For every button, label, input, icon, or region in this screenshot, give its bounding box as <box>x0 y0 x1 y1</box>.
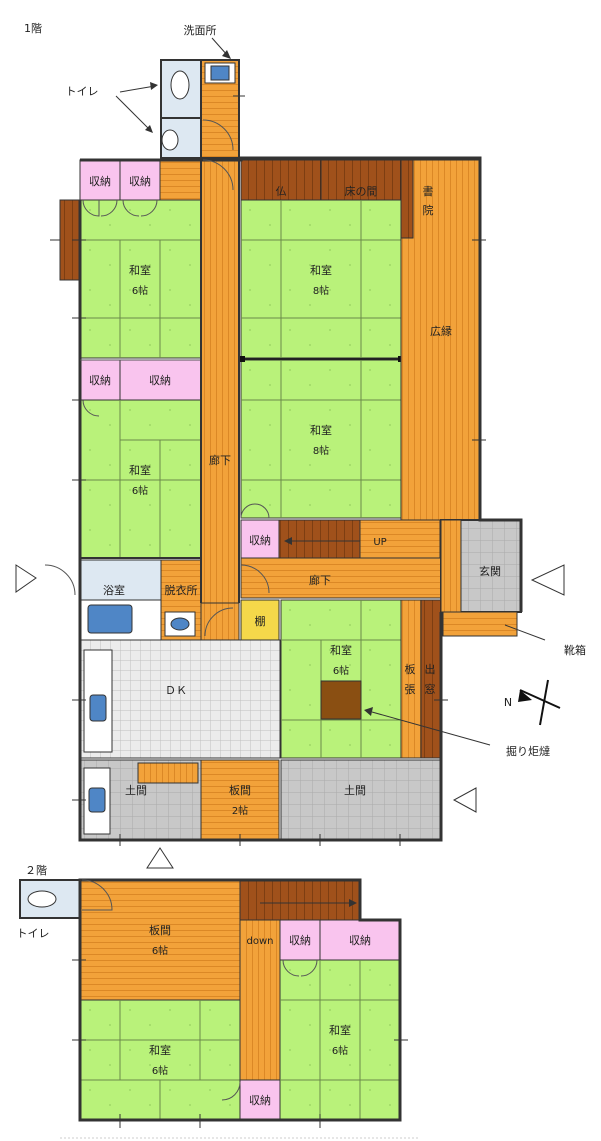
washitsu-6-horigotatsu <box>280 599 402 759</box>
stairs <box>278 519 361 559</box>
label-storage-1: 収納 <box>89 175 111 188</box>
label-jo-f2-a: 6帖 <box>152 1064 168 1077</box>
label-storage-5: 収納 <box>249 534 271 547</box>
label-itabari-1: 板 <box>405 662 416 676</box>
label-jo-a: 6帖 <box>132 284 148 297</box>
label-storage-2: 収納 <box>129 175 151 188</box>
label-toilet-callout: トイレ <box>66 85 99 98</box>
label-up: UP <box>373 537 386 548</box>
label-compass: N <box>504 696 512 709</box>
entrance-marker-south <box>146 847 174 869</box>
toilet-bowl-icon <box>27 890 57 908</box>
itabari <box>400 599 422 759</box>
washitsu-6-floor2-b <box>279 959 401 1121</box>
label-senmenjo: 洗面所 <box>184 24 217 37</box>
label-jo-8b: 8帖 <box>313 444 329 457</box>
label-itanoma-2: 板間 <box>229 783 251 797</box>
label-itanoma-6: 板間 <box>149 923 171 937</box>
label-datsuijo: 脱衣所 <box>165 583 198 597</box>
label-genkan: 玄関 <box>479 564 501 578</box>
label-demado-2: 窓 <box>425 682 436 696</box>
corridor-horizontal <box>240 557 442 599</box>
label-shoin-2: 院 <box>423 203 434 217</box>
washitsu-6-west-b <box>79 399 202 559</box>
dk <box>79 639 281 759</box>
label-yokushitsu: 浴室 <box>103 583 125 597</box>
label-storage-3: 収納 <box>89 374 111 387</box>
itanoma-2 <box>200 759 280 841</box>
label-horigotatsu: 掘り炬燵 <box>506 744 550 758</box>
label-kutsubako: 靴箱 <box>564 643 586 657</box>
storage-f2-3 <box>239 1079 281 1121</box>
itanoma-6 <box>79 879 241 1001</box>
sink-icon <box>210 65 230 81</box>
label-dk: ＤＫ <box>165 684 187 697</box>
label-roka-vertical: 廊下 <box>209 453 231 467</box>
label-hiroen: 広縁 <box>430 324 452 338</box>
toilet-bowl-icon <box>161 129 179 151</box>
label-washitsu-f2-b: 和室 <box>329 1023 351 1037</box>
label-jo-itanoma: 6帖 <box>152 944 168 957</box>
kitchen-sink-icon <box>89 694 107 722</box>
label-toilet-floor2: トイレ <box>17 927 50 940</box>
label-washitsu-a: 和室 <box>129 263 151 277</box>
label-down: down <box>247 936 274 947</box>
label-shoin-1: 書 <box>423 184 434 198</box>
label-jo-8a: 8帖 <box>313 284 329 297</box>
corridor-vertical <box>200 157 240 604</box>
label-storage-f2-3: 収納 <box>249 1094 271 1107</box>
label-washitsu-horigotatsu: 和室 <box>330 643 352 657</box>
label-itabari-2: 張 <box>405 683 416 696</box>
label-jo-b: 6帖 <box>132 484 148 497</box>
label-storage-f2-1: 収納 <box>289 934 311 947</box>
label-demado-1: 出 <box>425 662 436 676</box>
label-tana: 棚 <box>255 614 266 628</box>
floor-label-1: 1階 <box>24 21 42 35</box>
label-roka-horizontal: 廊下 <box>309 573 331 587</box>
storage-4 <box>119 359 202 401</box>
label-washitsu-8a: 和室 <box>310 263 332 277</box>
label-washitsu-f2-a: 和室 <box>149 1043 171 1057</box>
entrance-marker-west <box>15 564 37 593</box>
entrance-marker-genkan <box>530 564 565 596</box>
demado <box>420 599 442 759</box>
label-butsu: 仏 <box>276 185 287 198</box>
label-storage-4: 収納 <box>149 374 171 387</box>
label-doma-east: 土間 <box>344 784 366 797</box>
storage-f2-1 <box>279 919 321 961</box>
kutsubako <box>442 611 518 637</box>
floor-label-2: ２階 <box>25 863 47 877</box>
label-jo-2: 2帖 <box>232 804 248 817</box>
doma-east <box>280 759 442 841</box>
label-washitsu-8b: 和室 <box>310 423 332 437</box>
butsudan <box>240 159 322 201</box>
washitsu-8-a <box>240 199 402 359</box>
stairs-floor2 <box>239 879 361 921</box>
toilet-bowl-icon <box>170 70 190 100</box>
label-storage-f2-2: 収納 <box>349 934 371 947</box>
tana <box>240 599 280 641</box>
label-washitsu-b: 和室 <box>129 463 151 477</box>
label-jo-f2-b: 6帖 <box>332 1044 348 1057</box>
washitsu-8-b <box>240 359 402 519</box>
label-doma-west: 土間 <box>125 784 147 797</box>
label-jo-horigotatsu: 6帖 <box>333 664 349 677</box>
bathtub-icon <box>87 604 133 634</box>
washitsu-6-west-a <box>79 199 202 359</box>
entrance-marker-doma <box>452 787 477 813</box>
horigotatsu <box>320 680 362 720</box>
compass-icon <box>519 689 561 709</box>
label-tokonoma: 床の間 <box>345 184 378 198</box>
sink-icon <box>170 617 190 631</box>
